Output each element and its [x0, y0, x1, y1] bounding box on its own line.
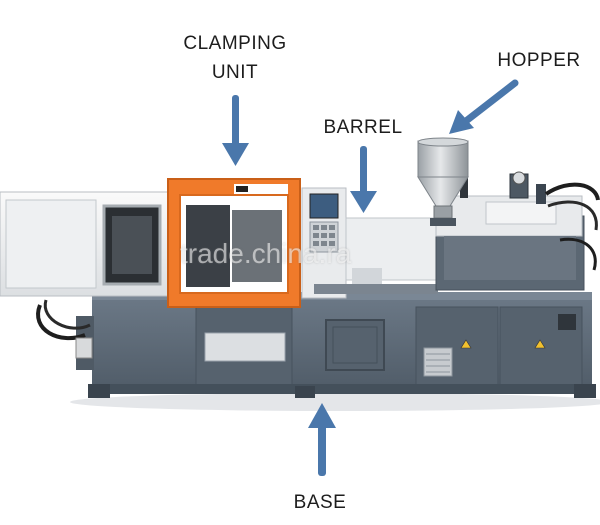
- hydraulic-hoses: [36, 299, 94, 370]
- arrow-down-icon: [222, 95, 249, 166]
- watermark-text: trade.china.ra: [180, 238, 352, 269]
- label-base: BASE: [293, 492, 347, 513]
- rear-safety-guard: [0, 191, 169, 297]
- machine-base: [88, 292, 596, 398]
- arrow-down-icon: [350, 146, 377, 213]
- arrow-up-icon: [308, 403, 336, 476]
- injection-unit: [435, 171, 600, 291]
- warning-icon: [534, 339, 546, 349]
- hopper: [417, 137, 469, 226]
- label-hopper: HOPPER: [497, 50, 581, 71]
- clamping-unit: [167, 178, 301, 308]
- barrel: [314, 217, 438, 294]
- warning-icon: [460, 339, 472, 349]
- floor-shadow: [70, 393, 600, 411]
- control-panel: [301, 187, 347, 299]
- arrow-down-left-icon: [449, 79, 519, 134]
- label-clamping-unit-line2: UNIT: [211, 62, 259, 83]
- label-barrel: BARREL: [323, 117, 403, 138]
- label-clamping-unit-line1: CLAMPING: [183, 33, 287, 54]
